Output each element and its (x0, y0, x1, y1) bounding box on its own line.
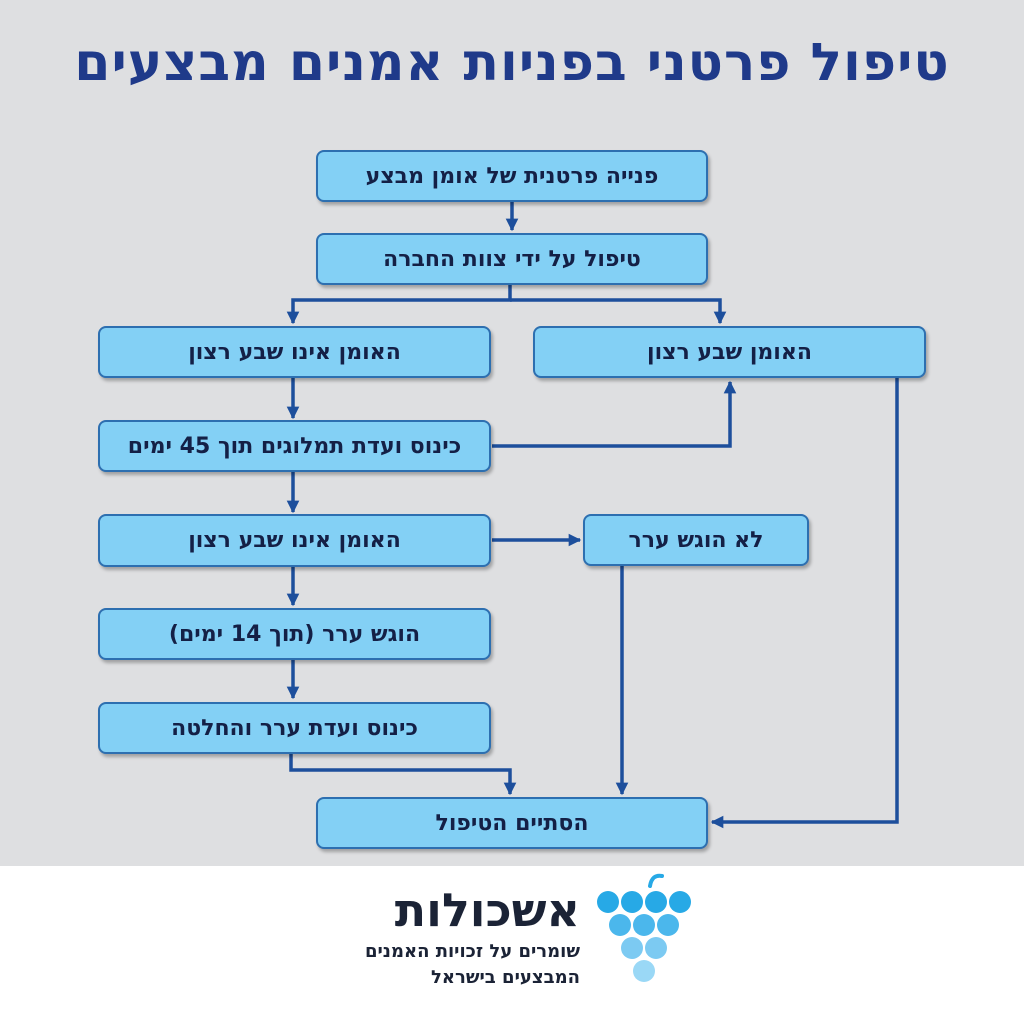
logo-tagline-line2: המבצעים בישראל (431, 967, 580, 988)
box-appeal-committee: כינוס ועדת ערר והחלטה (98, 702, 491, 754)
logo-name: אשכולות (394, 883, 580, 937)
box-royalty-committee: כינוס ועדת תמלוגים תוך 45 ימים (98, 420, 491, 472)
logo-tagline-line1: שומרים על זכויות האמנים (364, 941, 580, 962)
grapes-icon (597, 873, 691, 982)
box-no-appeal: לא הוגש ערר (583, 514, 809, 566)
box-start: פנייה פרטנית של אומן מבצע (316, 150, 708, 202)
box-end: הסתיים הטיפול (316, 797, 708, 849)
box-not-satisfied-2: האומן אינו שבע רצון (98, 514, 491, 567)
box-appeal-filed: הוגש ערר (תוך 14 ימים) (98, 608, 491, 660)
box-not-satisfied-1: האומן אינו שבע רצון (98, 326, 491, 378)
page-title: טיפול פרטני בפניות אמנים מבצעים (74, 33, 950, 93)
box-satisfied: האומן שבע רצון (533, 326, 926, 378)
box-company-handling: טיפול על ידי צוות החברה (316, 233, 708, 285)
